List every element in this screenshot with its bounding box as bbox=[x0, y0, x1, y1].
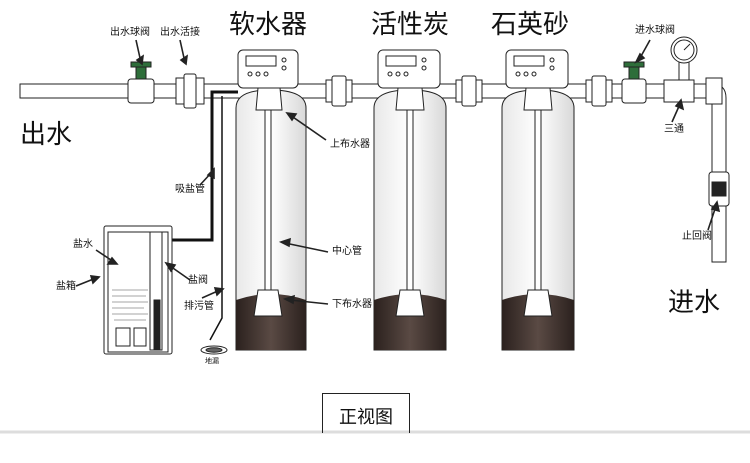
label-center-tube: 中心管 bbox=[332, 246, 362, 257]
carbon-tank bbox=[373, 87, 447, 351]
label-floor-drain: 地漏 bbox=[205, 357, 219, 365]
main-pipe bbox=[19, 83, 721, 99]
softener-tank bbox=[235, 87, 307, 351]
pressure-gauge bbox=[670, 36, 698, 85]
label-water-out: 出水 bbox=[20, 120, 73, 150]
label-water-in: 进水 bbox=[668, 288, 721, 318]
sand-tank bbox=[501, 87, 575, 351]
inlet-ball-valve bbox=[621, 61, 647, 104]
pointer-arrows bbox=[75, 39, 721, 305]
label-upper-distributor: 上布水器 bbox=[330, 139, 370, 150]
label-drain-pipe: 排污管 bbox=[184, 301, 214, 312]
label-brine-valve: 盐阀 bbox=[188, 275, 208, 286]
label-brine-tank: 盐箱 bbox=[56, 281, 76, 292]
floor-drain bbox=[200, 345, 228, 355]
label-inlet-ball-valve: 进水球阀 bbox=[635, 25, 675, 36]
brine-tank bbox=[103, 225, 173, 355]
outlet-union bbox=[175, 73, 205, 109]
caption-box: 正视图 bbox=[322, 393, 410, 433]
carbon-control-valve bbox=[377, 49, 441, 89]
label-check-valve: 止回阀 bbox=[682, 231, 712, 242]
sand-control-valve bbox=[505, 49, 569, 89]
label-lower-distributor: 下布水器 bbox=[332, 299, 372, 310]
title-softener: 软水器 bbox=[229, 10, 308, 40]
label-brine-suction: 吸盐管 bbox=[175, 184, 205, 195]
title-carbon: 活性炭 bbox=[371, 10, 450, 40]
label-outlet-union: 出水活接 bbox=[160, 27, 200, 38]
union-coupling bbox=[325, 75, 613, 107]
title-sand: 石英砂 bbox=[491, 10, 570, 40]
outlet-ball-valve bbox=[127, 61, 155, 104]
label-outlet-ball-valve: 出水球阀 bbox=[110, 27, 150, 38]
label-brine-water: 盐水 bbox=[73, 239, 93, 250]
tee-fitting bbox=[663, 77, 730, 263]
label-tee: 三通 bbox=[664, 124, 684, 135]
softener-control-valve bbox=[237, 49, 299, 89]
caption-text: 正视图 bbox=[339, 407, 393, 428]
